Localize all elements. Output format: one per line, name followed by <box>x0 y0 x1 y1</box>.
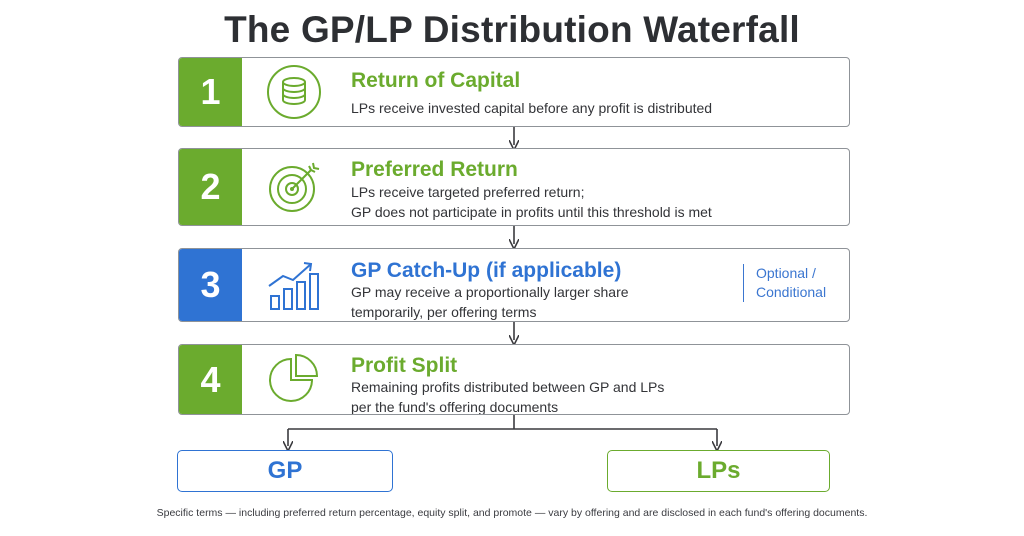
step-number-2: 2 <box>179 149 242 225</box>
lps-outcome-box: LPs <box>607 450 830 492</box>
step-description: LPs receive targeted preferred return; G… <box>351 182 712 222</box>
description-line: temporarily, per offering terms <box>351 304 537 320</box>
step-heading: Profit Split <box>351 354 458 377</box>
description-line: LPs receive invested capital before any … <box>351 100 713 116</box>
step-preferred-return: 2 Preferred Return LPs receive targeted … <box>178 148 850 226</box>
step-heading: GP Catch-Up (if applicable) <box>351 259 622 282</box>
description-line: GP does not participate in profits until… <box>351 204 712 220</box>
note-line: Optional / <box>756 265 816 281</box>
step-heading: Preferred Return <box>351 158 518 181</box>
diagram-title: The GP/LP Distribution Waterfall <box>224 9 800 50</box>
description-line: per the fund's offering documents <box>351 399 559 415</box>
note-line: Conditional <box>756 284 827 300</box>
pie-chart-icon <box>265 351 323 409</box>
step-heading: Return of Capital <box>351 69 521 92</box>
description-line: Remaining profits distributed between GP… <box>351 379 665 395</box>
rising-bar-chart-icon <box>265 256 323 314</box>
step-description: GP may receive a proportionally larger s… <box>351 282 629 321</box>
step-return-of-capital: 1 Return of Capital LPs receive invested… <box>178 57 850 127</box>
step-gp-catch-up: 3 GP Catch-Up (if applicable) GP may rec… <box>178 248 850 322</box>
step-number-3: 3 <box>179 249 242 321</box>
target-icon <box>265 158 323 216</box>
step-profit-split: 4 Profit Split Remaining profits distrib… <box>178 344 850 415</box>
description-line: LPs receive targeted preferred return; <box>351 184 585 200</box>
footnote: Specific terms — including preferred ret… <box>156 507 868 519</box>
step-description: LPs receive invested capital before any … <box>351 98 712 118</box>
description-line: GP may receive a proportionally larger s… <box>351 284 629 300</box>
coin-stack-icon <box>265 63 323 121</box>
step-number-4: 4 <box>179 345 242 414</box>
step-description: Remaining profits distributed between GP… <box>351 377 665 415</box>
step-number-1: 1 <box>179 58 242 126</box>
optional-conditional-note: Optional / Conditional <box>743 264 826 302</box>
gp-outcome-box: GP <box>177 450 393 492</box>
